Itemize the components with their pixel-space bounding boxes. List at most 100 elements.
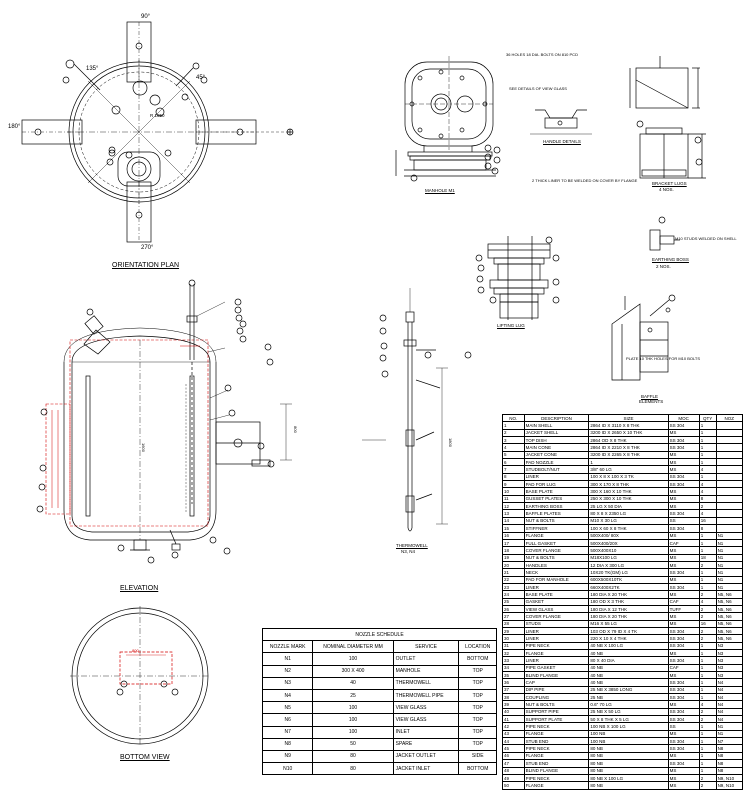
bom-cell: TUFF <box>667 604 700 614</box>
bom-cell: 42 <box>502 722 525 731</box>
bom-cell: 34 <box>502 663 525 673</box>
nozzle-cell: TOP <box>458 688 497 703</box>
bom-cell: 80 NB <box>588 766 669 775</box>
bom-cell: 1 <box>698 685 717 695</box>
manhole-title: MANHOLE M1 <box>425 188 455 193</box>
elevation-title: ELEVATION <box>120 585 159 592</box>
plate-note: PLATE 10 THK HOLES FOR M10 BOLTS <box>626 356 701 361</box>
bom-cell: 2 <box>698 502 717 511</box>
bom-cell: 40 NB X 100 LG <box>588 641 669 651</box>
angle-left: 180° <box>8 124 21 130</box>
bom-cell: M16 X 55 LG <box>588 619 669 628</box>
bom-cell: 80 X 8 X 2350 LG <box>588 509 669 518</box>
nozzle-cell: N2 <box>261 664 314 678</box>
nozzle-cell: THERMOWELL PIPE <box>392 688 460 703</box>
bom-cell: 2 <box>698 634 717 643</box>
bom-cell: SS 304 <box>667 759 700 768</box>
bom-cell: 100 NB <box>588 737 669 746</box>
bom-cell: CAF <box>667 538 700 548</box>
bom-cell: 300 X 160 X 10 THK <box>588 487 669 496</box>
bom-cell: MS <box>667 619 700 628</box>
bom-cell: 25 NB X 3850 LONG <box>588 685 669 695</box>
bom-cell: GASKET <box>523 597 590 606</box>
bom-cell: SS 304 <box>667 715 700 724</box>
bom-cell: FLANGE <box>523 781 590 790</box>
bom-cell: 38 <box>502 693 525 702</box>
bom-cell: N1 <box>715 582 744 592</box>
bom-cell: 50 <box>502 781 525 790</box>
bom-cell: STUDBOLT/NUT <box>523 465 590 474</box>
bom-cell: N4 <box>715 715 744 724</box>
angle-nw: 135° <box>86 66 99 72</box>
bom-cell: GUSSET PLATES <box>523 494 590 504</box>
bom-cell: 220 X 10 X 4 THK <box>588 634 669 643</box>
bom-cell: 14 <box>502 516 525 526</box>
bom-cell: 6 <box>502 458 525 467</box>
nozzle-cell: JACKET OUTLET <box>392 749 460 764</box>
bom-cell: 44 <box>502 737 525 746</box>
bom-cell: 43 <box>502 729 525 739</box>
bom-cell: NECK <box>523 568 590 577</box>
nozzle-cell: TOP <box>458 725 497 739</box>
bom-cell: 47 <box>502 759 525 768</box>
bom-cell: 21 <box>502 568 525 577</box>
bom-cell: COUPLING <box>523 693 590 702</box>
bom-cell: NUT & BOLTS <box>523 700 590 709</box>
handle-note: 2 THICK LINER TO BE WELDED ON COVER BY F… <box>532 178 638 183</box>
bom-header-qty: QTY <box>698 413 717 423</box>
bom-cell: 35 <box>502 671 525 680</box>
bom-cell: M10 X 30 LG <box>588 516 669 526</box>
bom-cell: N5, N6 <box>715 612 744 621</box>
bom-cell: SS 304 <box>667 524 700 533</box>
bom-cell: 300 X 170 X 8 THK <box>588 480 669 489</box>
bom-cell: 4 <box>698 509 717 518</box>
bom-cell: 40 NB <box>588 678 669 687</box>
bom-cell: SS 304 <box>667 443 700 452</box>
bom-cell: 1 <box>698 641 717 651</box>
bom-cell: SS 304 <box>667 509 700 518</box>
bom-cell: N4 <box>715 700 744 709</box>
bom-cell: 180 OD X 3 THK <box>588 597 669 606</box>
bom-cell: FULL GASKET <box>523 538 590 548</box>
nozzle-cell: 50 <box>312 737 394 751</box>
bom-cell: BASE PLATE <box>523 590 590 599</box>
nozzle-cell: N1 <box>261 652 314 666</box>
bom-cell: 49 <box>502 773 525 783</box>
bom-cell: 1 <box>698 737 717 746</box>
bolts-note: 36 HOLES 18 DIA. BOLTS ON 810 PCD <box>506 52 578 57</box>
bom-cell: N5, N6 <box>715 626 744 636</box>
bom-cell: 50 X 8 THK X 5 LG <box>588 715 669 724</box>
bom-cell: 13 <box>502 509 525 518</box>
bom-cell: 3200 ID X 2265 X 8 THK <box>588 450 669 460</box>
nozzle-cell: 100 <box>312 725 394 739</box>
bom-cell: PAD FOR MANHOLE <box>523 575 590 584</box>
bom-cell: 25 NB <box>588 693 669 702</box>
bom-cell: SS 304 <box>667 480 700 489</box>
bom-cell: 39 <box>502 700 525 709</box>
bom-cell: SUPPORT PLATE <box>523 715 590 724</box>
nozzle-cell: N7 <box>261 725 314 739</box>
bom-cell <box>715 472 744 482</box>
bom-cell: 2 <box>698 604 717 614</box>
angle-bottom: 270° <box>141 245 154 251</box>
bom-cell <box>715 465 744 474</box>
bom-cell: SS <box>667 722 700 731</box>
bom-cell: MS <box>667 612 700 621</box>
nozzle-cell: 100 <box>312 701 394 715</box>
nozzle-cell: BOTTOM <box>458 652 497 666</box>
bom-cell: N1 <box>715 575 744 584</box>
bom-cell: 26 <box>502 604 525 614</box>
